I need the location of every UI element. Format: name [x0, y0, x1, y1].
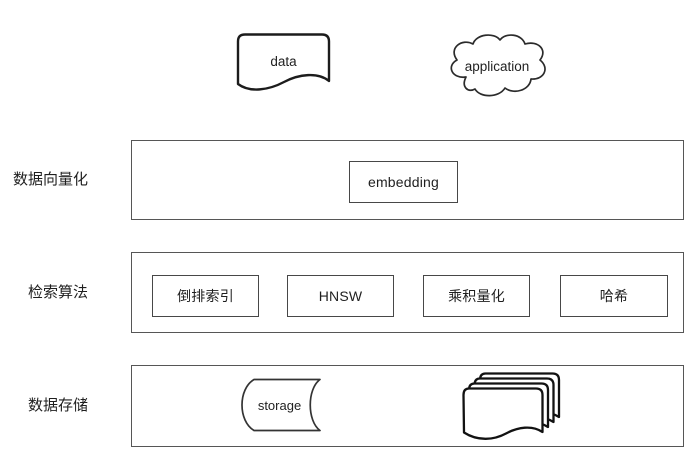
- document-stack-icon: [462, 372, 561, 440]
- product-quantization-box: 乘积量化: [423, 275, 530, 317]
- inverted-index-box: 倒排索引: [152, 275, 259, 317]
- stored-data-icon: [241, 378, 321, 432]
- index-node: index: [462, 372, 562, 442]
- hash-box: 哈希: [560, 275, 668, 317]
- index-node-label: index: [462, 442, 544, 455]
- data-source-node: data: [235, 32, 332, 98]
- storage-node-label: storage: [257, 397, 302, 413]
- data-node-label: data: [270, 53, 297, 69]
- layer-label-storage: 数据存储: [27, 397, 88, 414]
- embedding-box: embedding: [349, 161, 458, 203]
- layer-label-retrieval: 检索算法: [27, 284, 88, 301]
- layer-frame-storage: [131, 365, 684, 447]
- layer-frame-retrieval: [131, 252, 684, 333]
- document-icon: [236, 33, 331, 91]
- application-node-label: application: [464, 59, 530, 74]
- layer-frame-vectorization: [131, 140, 684, 220]
- application-node: application: [442, 30, 552, 103]
- storage-node: storage: [237, 378, 322, 432]
- hnsw-box: HNSW: [287, 275, 394, 317]
- cloud-icon: [450, 34, 546, 97]
- layer-label-vectorization: 数据向量化: [12, 171, 88, 188]
